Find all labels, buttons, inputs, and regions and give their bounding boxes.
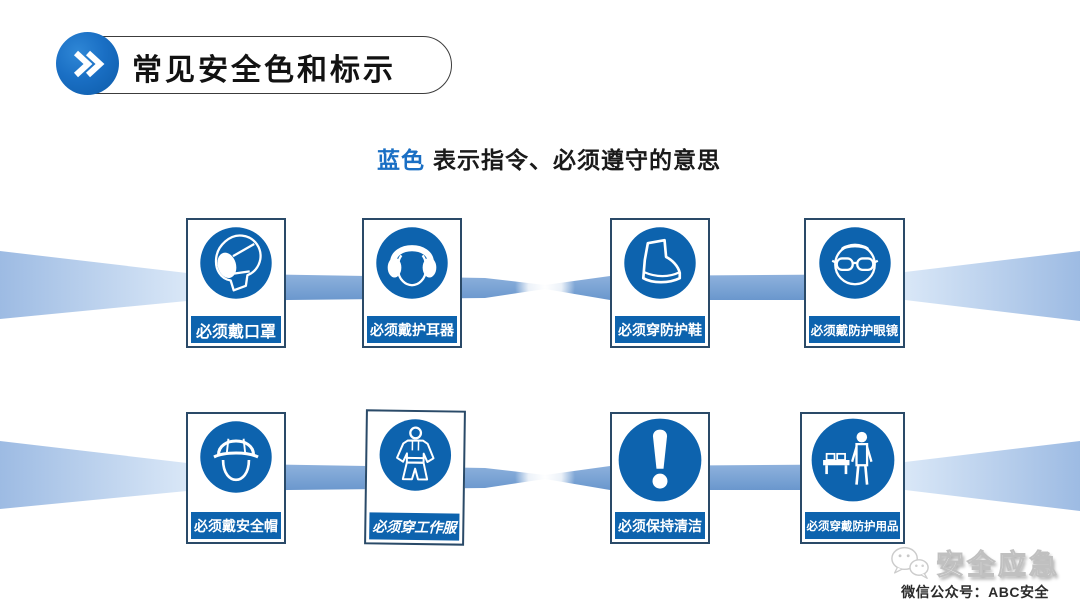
sign-wear-protective-goggles: 必须戴防护眼镜 [804,218,905,348]
header-pill [58,36,452,94]
subtitle: 蓝色表示指令、必须遵守的意思 [377,141,721,175]
sign-wear-ear-protectors: 必须戴护耳器 [362,218,462,348]
sign-label: 必须戴护耳器 [367,316,457,343]
exclamation-icon [618,418,702,502]
work-clothes-icon [379,419,452,491]
double-chevron-icon [56,32,119,95]
sign-label: 必须戴防护眼镜 [809,316,900,343]
sign-keep-clean: 必须保持清洁 [610,412,710,544]
sign-wear-mask: 必须戴口罩 [186,218,286,348]
sign-wear-protective-shoes: 必须穿防护鞋 [610,218,710,348]
sign-label: 必须戴口罩 [191,316,281,343]
sign-wear-safety-helmet: 必须戴安全帽 [186,412,286,544]
brand-title: 安全应急 [935,549,1060,581]
sign-label: 必须穿工作服 [369,512,460,541]
sign-label: 必须穿戴防护用品 [805,512,900,539]
wechat-icon [891,546,929,580]
wechat-account-text: 微信公众号：ABC安全 [901,584,1049,600]
goggles-icon [818,227,891,299]
sign-label: 必须保持清洁 [615,512,705,539]
ear-muffs-icon [376,227,448,299]
page-title: 常见安全色和标示 [132,54,396,87]
ppe-bench-icon [811,418,894,502]
subtitle-text: 表示指令、必须遵守的意思 [433,147,721,173]
subtitle-color-term: 蓝色 [377,147,425,173]
protective-boot-icon [624,227,696,299]
sign-wear-protective-equipment: 必须穿戴防护用品 [800,412,905,544]
sign-label: 必须戴安全帽 [191,512,281,539]
brand-logo: 安全应急 [888,543,1060,583]
face-mask-icon [200,227,272,299]
sign-wear-work-clothes: 必须穿工作服 [364,409,466,546]
sign-label: 必须穿防护鞋 [615,316,705,343]
safety-helmet-icon [200,421,272,493]
